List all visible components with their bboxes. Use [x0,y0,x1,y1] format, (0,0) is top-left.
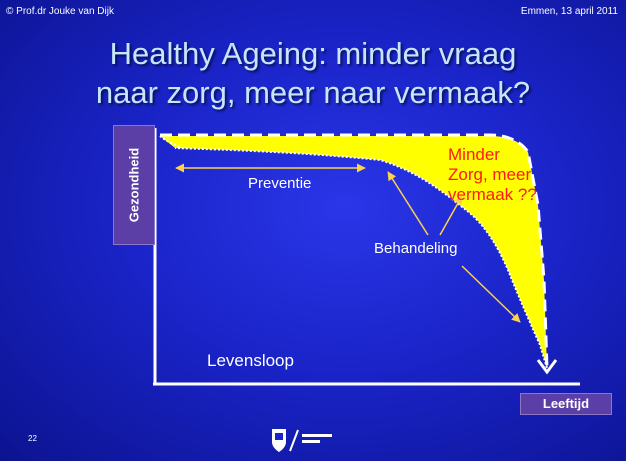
preventie-label: Preventie [248,175,312,192]
slide-title: Healthy Ageing: minder vraag naar zorg, … [0,34,626,112]
title-line-1: Healthy Ageing: minder vraag [109,36,517,71]
copyright-text: © Prof.dr Jouke van Dijk [6,6,114,17]
health-gap-area [160,136,547,368]
behandeling-arrow-3 [461,265,521,323]
minder-zorg-line-1: Minder [448,145,500,164]
university-logo-icon [272,429,332,452]
page-number: 22 [28,434,37,443]
title-line-2: naar zorg, meer naar vermaak? [95,75,531,110]
y-axis-label-box: Gezondheid [113,125,155,245]
x-axis-label-box: Leeftijd [520,393,612,415]
actual-health-curve [159,135,548,369]
curve-end-arrow [536,359,558,375]
date-location-text: Emmen, 13 april 2011 [520,6,618,17]
ideal-health-curve [160,133,549,369]
minder-zorg-text: Minder Zorg, meer vermaak ?? [448,145,537,205]
levensloop-label: Levensloop [207,351,294,370]
behandeling-arrow-2 [439,195,463,236]
minder-zorg-line-3: vermaak ?? [448,185,537,204]
behandeling-label: Behandeling [374,240,458,257]
x-axis-label: Leeftijd [542,396,590,411]
minder-zorg-line-2: Zorg, meer [448,165,532,184]
y-axis-label: Gezondheid [126,147,142,223]
behandeling-arrow-1 [387,171,429,236]
